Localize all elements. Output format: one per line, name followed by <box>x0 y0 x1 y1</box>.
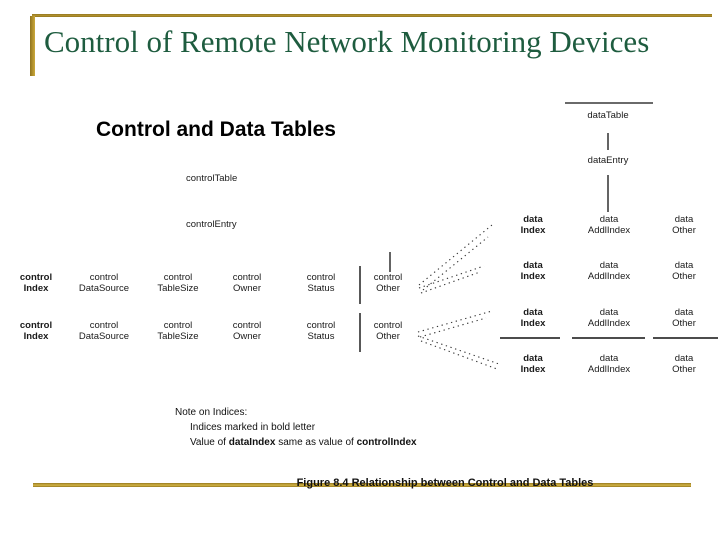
slide-title: Control of Remote Network Monitoring Dev… <box>44 24 650 59</box>
cell-line2: Index <box>23 283 49 294</box>
cell-line2: DataSource <box>78 283 130 294</box>
cell-line1: data <box>523 214 543 225</box>
cell-line2: Status <box>307 283 335 294</box>
cell-line2: Index <box>520 318 546 329</box>
title-top-rule <box>32 14 712 17</box>
note-line-3-text: same as value of <box>275 437 357 448</box>
cell-line1: data <box>674 214 694 225</box>
cell-line1: data <box>599 353 619 364</box>
cell-line2: Other <box>672 318 696 329</box>
note-block: Note on Indices: Indices marked in bold … <box>175 405 417 450</box>
cell-line1: data <box>599 214 619 225</box>
note-title: Note on Indices: <box>175 407 248 418</box>
cell-line1: control <box>232 272 262 283</box>
cell-line2: Owner <box>233 331 261 342</box>
cell-line1: control <box>373 320 403 331</box>
diagram-heading: Control and Data Tables <box>96 118 336 141</box>
cell-line1: control <box>306 320 336 331</box>
cell-line2: AddlIndex <box>587 271 631 282</box>
cell-line1: control <box>163 272 193 283</box>
cell-line2: DataSource <box>78 331 130 342</box>
data-table-connector-lines <box>389 102 653 272</box>
cell-line2: Other <box>376 331 400 342</box>
cell-line2: Index <box>23 331 49 342</box>
cell-line2: AddlIndex <box>587 364 631 375</box>
cell-line2: AddlIndex <box>587 225 631 236</box>
note-line-3: Value of dataIndex same as value of cont… <box>175 435 417 450</box>
title-left-rule <box>30 16 35 76</box>
cell-line1: data <box>674 307 694 318</box>
cell-line2: Index <box>520 271 546 282</box>
cell-line2: Other <box>672 271 696 282</box>
figure-caption: Figure 8.4 Relationship between Control … <box>296 477 594 489</box>
cell-line2: AddlIndex <box>587 318 631 329</box>
cell-line1: control <box>306 272 336 283</box>
cell-line1: data <box>523 307 543 318</box>
cell-line2: Status <box>307 331 335 342</box>
cell-line1: control <box>163 320 193 331</box>
cell-line2: Other <box>376 283 400 294</box>
cell-line1: data <box>674 353 694 364</box>
cell-line1: data <box>523 260 543 271</box>
cell-line1: control <box>19 272 53 283</box>
control-table-label: controlTable <box>186 173 238 184</box>
note-line-3-text: Value of <box>190 437 229 448</box>
cell-line2: Owner <box>233 283 261 294</box>
cell-line2: Index <box>520 225 546 236</box>
cell-line2: TableSize <box>157 331 199 342</box>
cell-line1: data <box>674 260 694 271</box>
note-control-index: controlIndex <box>356 437 417 448</box>
cell-line1: control <box>232 320 262 331</box>
cell-line1: control <box>373 272 403 283</box>
note-data-index: dataIndex <box>228 437 276 448</box>
cell-line2: Other <box>672 364 696 375</box>
cell-line2: Other <box>672 225 696 236</box>
data-table-label: dataTable <box>587 110 629 121</box>
note-line-2: Indices marked in bold letter <box>190 422 316 433</box>
cell-line2: TableSize <box>157 283 199 294</box>
cell-line1: data <box>523 353 543 364</box>
caption-rule <box>33 483 691 487</box>
cell-line1: control <box>19 320 53 331</box>
cell-line1: data <box>599 307 619 318</box>
pointer-dotted-lines <box>417 224 500 370</box>
cell-line1: control <box>89 272 119 283</box>
cell-line2: Index <box>520 364 546 375</box>
control-entry-label: controlEntry <box>186 219 237 230</box>
cell-line1: data <box>599 260 619 271</box>
cell-line1: control <box>89 320 119 331</box>
data-entry-label: dataEntry <box>587 155 629 166</box>
